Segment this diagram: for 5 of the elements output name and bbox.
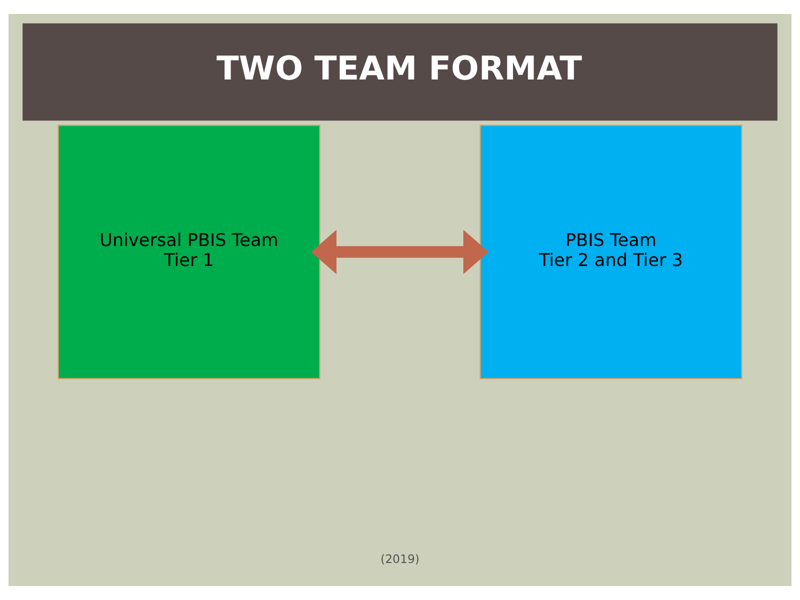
caption: (2019): [380, 552, 420, 566]
arrow: [311, 230, 489, 274]
node-box: Universal PBIS Team Tier 1: [58, 124, 320, 380]
node-box: PBIS Team Tier 2 and Tier 3: [480, 124, 742, 380]
diagram-title: TWO TEAM FORMAT: [216, 50, 582, 88]
